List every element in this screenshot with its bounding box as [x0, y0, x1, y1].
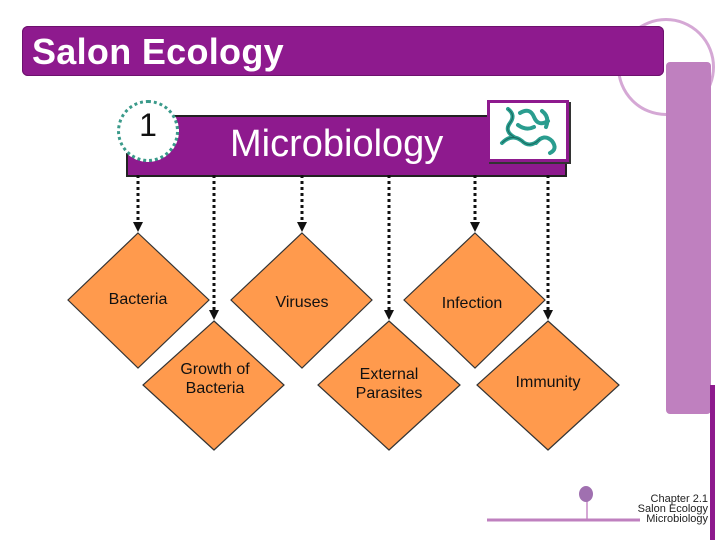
arrowhead-viruses — [297, 222, 307, 232]
arrowhead-infection — [470, 222, 480, 232]
topic-label-infection: Infection — [441, 295, 503, 312]
arrowhead-growth — [209, 310, 219, 320]
footer-chapter: Chapter 2.1 — [650, 493, 708, 505]
decorative-pointer — [487, 486, 640, 522]
diamond-parasites — [317, 320, 461, 451]
diamond-immunity — [476, 320, 620, 451]
topic-label-bacteria: Bacteria — [108, 291, 168, 308]
section-number-badge — [117, 100, 179, 162]
arrowhead-immunity — [543, 310, 553, 320]
diamond-bacteria — [67, 232, 210, 369]
title-bar — [22, 26, 664, 76]
decorative-side-strip — [666, 62, 711, 414]
topic-label-parasites: External Parasites — [355, 366, 423, 402]
diamond-viruses — [230, 232, 373, 369]
diamond-growth — [142, 320, 285, 451]
section-number: 1 — [139, 107, 157, 143]
header-image-frame — [487, 100, 569, 162]
footer-subject: Salon Ecology — [637, 503, 708, 515]
arrowhead-bacteria — [133, 222, 143, 232]
decorative-side-line — [710, 385, 715, 540]
topic-label-immunity: Immunity — [515, 374, 581, 391]
diamond-infection — [403, 232, 546, 369]
footer-topic: Microbiology — [646, 513, 708, 525]
section-header-title: Microbiology — [230, 123, 444, 165]
arrowhead-parasites — [384, 310, 394, 320]
slide-title: Salon Ecology — [32, 31, 284, 72]
topic-label-viruses: Viruses — [275, 294, 329, 311]
topic-label-growth: Growth of Bacteria — [180, 361, 250, 397]
bacteria-cluster-icon — [500, 107, 557, 155]
